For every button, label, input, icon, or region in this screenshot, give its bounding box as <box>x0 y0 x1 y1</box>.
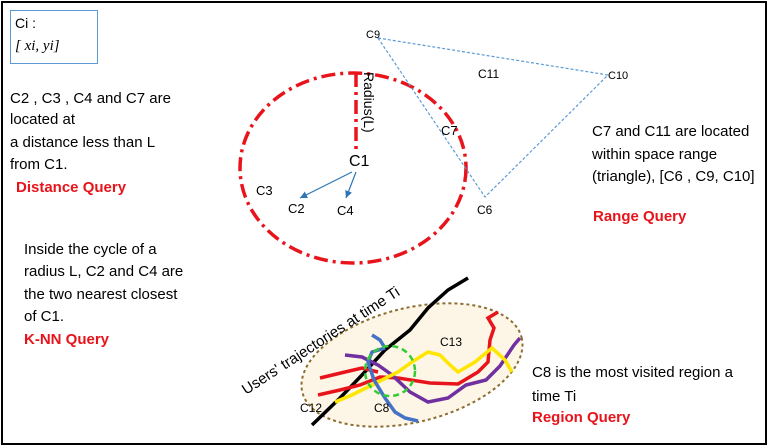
node-c10: C10 <box>608 70 628 82</box>
arrow-c1-c4 <box>345 171 357 199</box>
trajectory-black <box>310 276 469 427</box>
region-query-title: Region Query <box>532 409 631 426</box>
region-line2: time Ti <box>532 388 577 405</box>
node-c7: C7 <box>441 123 458 138</box>
trajectory-purple <box>344 336 522 404</box>
node-c6: C6 <box>477 203 493 217</box>
most-visited-circle <box>363 344 417 398</box>
knn-line4: of C1. <box>24 308 65 325</box>
knn-line1: Inside the cycle of a <box>24 241 157 258</box>
distance-line2: located at <box>10 111 76 128</box>
knn-line2: radius L, C2 and C4 are <box>24 263 184 280</box>
node-c8: C8 <box>374 401 390 415</box>
trajectory-yellow <box>334 345 514 404</box>
distance-line1: C2 , C3 , C4 and C7 are <box>10 90 171 107</box>
distance-query-title: Distance Query <box>16 179 127 196</box>
node-c4: C4 <box>337 203 354 218</box>
node-c11: C11 <box>478 67 499 81</box>
range-line3: (triangle), [C6 , C9, C10] <box>592 168 755 185</box>
region-ellipse <box>300 302 524 428</box>
arrow-c1-c2 <box>299 171 353 199</box>
range-line1: C7 and C11 are located <box>592 123 750 140</box>
knn-line3: the two nearest closest <box>24 286 178 303</box>
trajectory-blue-2 <box>371 333 387 349</box>
node-c9: C9 <box>366 29 380 41</box>
distance-line4: from C1. <box>10 156 68 173</box>
node-c1: C1 <box>349 153 370 170</box>
radius-label: Radius(L) <box>361 72 377 133</box>
range-query-title: Range Query <box>593 208 687 225</box>
knn-query-title: K-NN Query <box>24 331 110 348</box>
legend-sep: : <box>32 15 37 31</box>
legend-name: Ci <box>15 15 29 31</box>
region-line1: C8 is the most visited region a <box>532 364 733 381</box>
node-c2: C2 <box>288 201 305 216</box>
node-c12: C12 <box>300 401 322 415</box>
legend-box: Ci : [ xi, yi] <box>10 10 98 64</box>
range-line2: within space range <box>592 146 718 163</box>
trajectory-blue <box>366 346 419 423</box>
node-c3: C3 <box>256 183 273 198</box>
trajectory-red <box>317 310 499 397</box>
distance-line3: a distance less than L <box>10 134 156 151</box>
range-triangle <box>376 37 610 198</box>
legend-coords: [ xi, yi] <box>15 38 60 54</box>
node-c13: C13 <box>440 335 462 349</box>
